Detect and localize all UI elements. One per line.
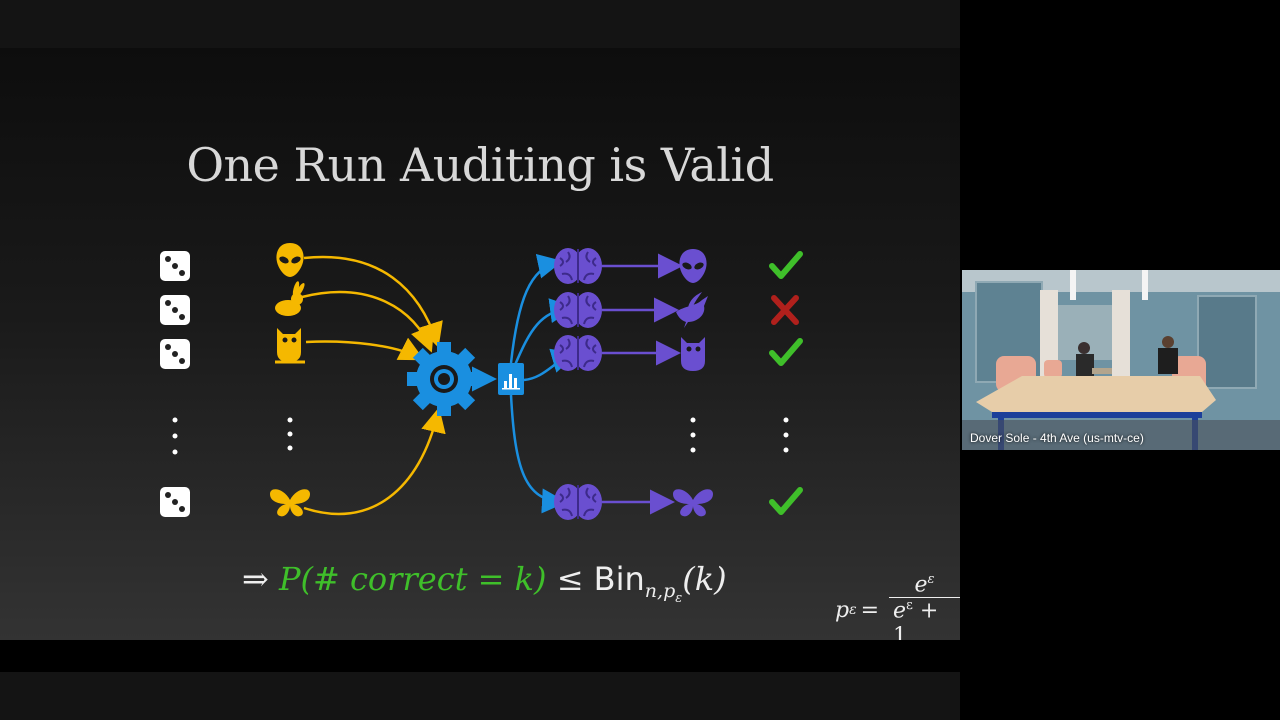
numerator: e — [914, 572, 928, 598]
dice-icon — [160, 487, 190, 517]
p-epsilon-subscript: ε — [849, 602, 857, 619]
brain-icon — [553, 483, 603, 521]
vertical-ellipsis — [287, 417, 293, 451]
check-icon — [772, 490, 800, 512]
fraction: eε eε + 1 — [889, 572, 960, 640]
guess-arrow — [509, 253, 563, 364]
binomial-symbol: Bin — [593, 560, 645, 598]
denominator-exponent: ε — [906, 598, 913, 614]
numerator-exponent: ε — [927, 572, 935, 587]
dice-icon — [160, 295, 190, 325]
check-icon — [772, 254, 800, 276]
guess-arrow — [509, 394, 567, 514]
input-arrow — [305, 337, 425, 361]
rabbit-icon — [275, 281, 305, 316]
implies-symbol: ⇒ — [242, 560, 269, 598]
butterfly-icon — [673, 489, 713, 517]
equals-symbol: = — [860, 597, 880, 623]
butterfly-icon — [270, 489, 310, 517]
bird-icon — [676, 292, 708, 328]
leq-symbol: ≤ — [556, 560, 584, 598]
gear-icon — [407, 342, 481, 416]
denominator-tail: + 1 — [893, 598, 939, 640]
alien-icon — [679, 249, 707, 283]
conference-room-video — [962, 270, 1280, 450]
presentation-bottom-bar — [0, 672, 960, 720]
input-arrow — [303, 407, 446, 516]
input-arrow — [301, 291, 435, 353]
vertical-ellipsis — [172, 417, 178, 455]
p-epsilon-lhs: p — [835, 597, 850, 623]
participant-video-tile[interactable]: Dover Sole - 4th Ave (us-mtv-ce) — [962, 270, 1280, 450]
bound-formula: ⇒ P(# correct = k) ≤ Binn,pε(k) — [242, 560, 727, 606]
shared-slide: One Run Auditing is Valid — [0, 48, 960, 640]
brain-icon — [553, 291, 603, 329]
vertical-ellipsis — [783, 417, 789, 453]
denominator: e — [893, 598, 907, 624]
check-icon — [772, 341, 800, 363]
cross-icon — [771, 295, 799, 325]
dice-icon — [160, 339, 190, 369]
dice-icon — [160, 251, 190, 281]
presentation-top-bar — [0, 0, 960, 48]
auditing-diagram — [160, 243, 960, 521]
chart-document-icon — [498, 363, 524, 395]
binomial-subscript: n,p — [644, 580, 676, 603]
binomial-argument: (k) — [682, 560, 727, 598]
owl-icon — [681, 337, 705, 371]
vertical-ellipsis — [690, 417, 696, 453]
brain-icon — [553, 247, 603, 285]
brain-icon — [553, 334, 603, 372]
binomial-subscript-eps: ε — [675, 591, 683, 607]
owl-icon — [275, 328, 305, 364]
probability-expression: P(# correct = k) — [278, 560, 547, 598]
alien-icon — [276, 243, 304, 277]
participant-name-label: Dover Sole - 4th Ave (us-mtv-ce) — [970, 431, 1144, 445]
slide-title: One Run Auditing is Valid — [186, 138, 774, 192]
input-arrow — [303, 255, 443, 348]
